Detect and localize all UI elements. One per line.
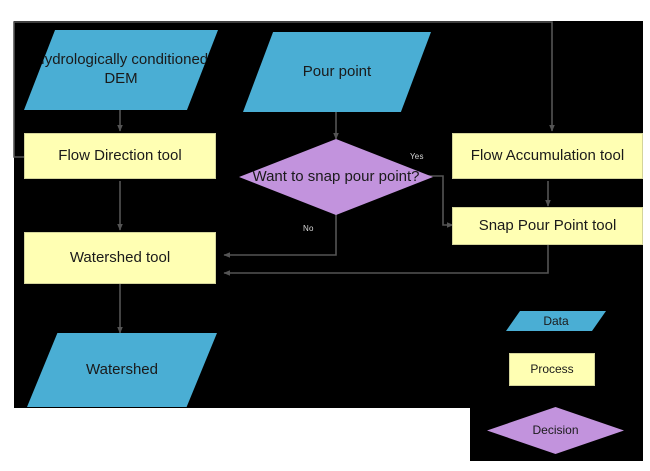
legend-item-process: Process [509, 353, 595, 386]
edge-label-yes: Yes [410, 152, 424, 161]
node-label: Flow Direction tool [58, 146, 182, 164]
node-pour-point[interactable]: Pour point [243, 32, 431, 112]
node-label: Want to snap pour point? [252, 167, 420, 185]
node-label: Watershed [86, 360, 158, 378]
legend-label: Decision [532, 423, 579, 437]
node-hydrologically-conditioned-dem[interactable]: Hydrologically conditioned DEM [24, 30, 218, 110]
node-label: Flow Accumulation tool [470, 146, 625, 164]
legend-label: Data [543, 313, 569, 328]
edge-decision-yes-to-snappourpoint [426, 175, 454, 228]
legend-label: Process [530, 362, 574, 376]
edge-snappourpoint-to-watershedtool [223, 244, 549, 276]
node-label: Hydrologically conditioned DEM [33, 51, 209, 87]
edge-decision-no-to-watershedtool [223, 213, 337, 258]
node-label: Snap Pour Point tool [478, 216, 617, 234]
node-snap-pour-point-tool[interactable]: Snap Pour Point tool [452, 207, 643, 245]
edge-flowdirection-to-flowaccumulation [13, 21, 555, 158]
node-label: Pour point [302, 62, 372, 80]
edge-label-no: No [303, 224, 314, 233]
legend-item-data: Data [506, 311, 606, 331]
node-flow-accumulation-tool[interactable]: Flow Accumulation tool [452, 133, 643, 179]
node-flow-direction-tool[interactable]: Flow Direction tool [24, 133, 216, 179]
node-watershed[interactable]: Watershed [27, 333, 217, 407]
node-watershed-tool[interactable]: Watershed tool [24, 232, 216, 284]
node-label: Watershed tool [69, 248, 171, 266]
